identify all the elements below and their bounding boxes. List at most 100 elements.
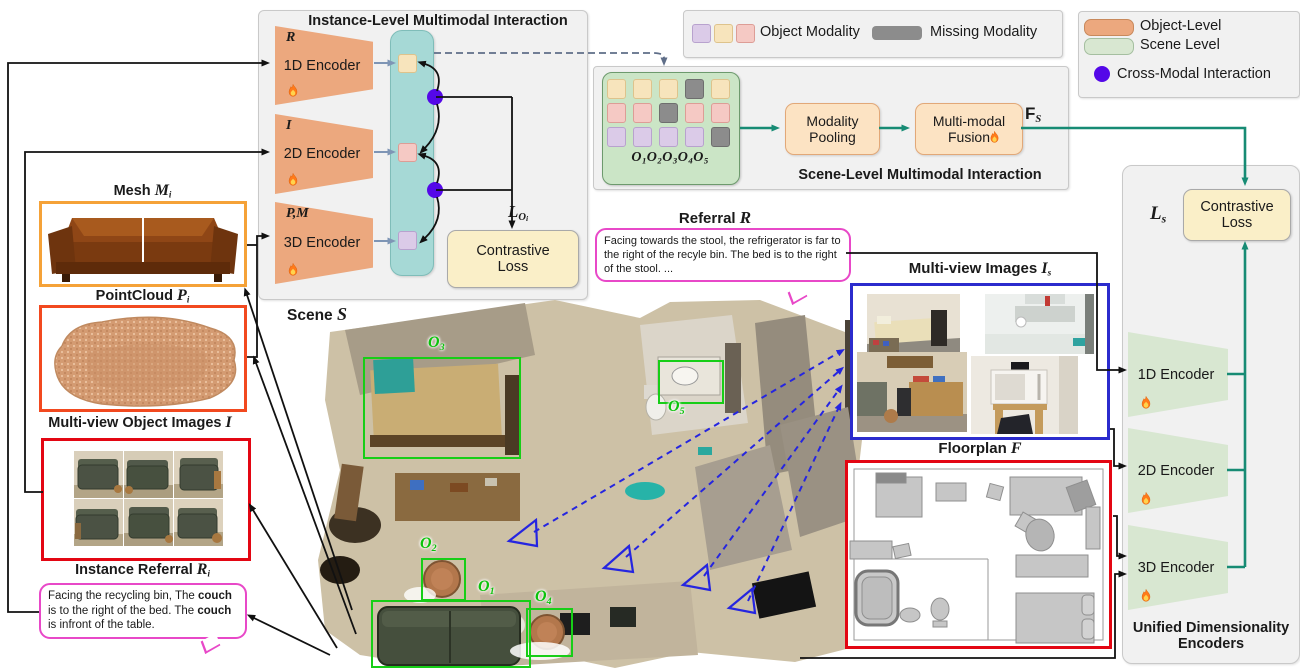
grid-token [711,79,730,99]
grid-token-missing [659,103,678,123]
text-token [398,54,417,73]
scene-multiview-images [850,283,1110,440]
grid-token [607,127,626,147]
referral-label: Referral R [678,208,752,227]
object-3d-encoder: P,M 3D Encoder [275,202,373,284]
object-images-label: Multi-view Object Images I [48,414,232,431]
grid-token [633,103,652,123]
multiview-images-label: Multi-view Images Is [908,260,1052,279]
object-1d-encoder: R 1D Encoder [275,26,373,105]
grid-token [633,79,652,99]
scene-box-o1-label: O1 [478,578,495,597]
couch-photo-thumb [74,499,123,546]
instance-panel-title: Instance-Level Multimodal Interaction [308,13,568,29]
cross-modal-legend-dot [1094,66,1110,82]
modality-swatch-pink [736,24,755,43]
mesh-label: Mesh Mi [113,182,172,200]
scene-3d-encoder: 3D Encoder [1128,525,1228,610]
image-token [398,143,417,162]
grid-token [607,103,626,123]
modality-swatch-lavender [692,24,711,43]
scene-level-label: Scene Level [1140,37,1220,53]
fire-icon [286,172,300,187]
scene-box-o2-label: O2 [420,535,437,554]
scene-box-o2 [421,558,466,601]
object-level-label: Object-Level [1140,18,1222,34]
encoder-label: 3D Encoder [1137,559,1215,576]
fire-icon [286,83,300,98]
couch-mesh-drawing [48,218,238,282]
grid-token [685,127,704,147]
scene-box-o4-label: O4 [535,588,552,607]
object-thumbnails [74,451,224,547]
modality-pooling-box: Modality Pooling [785,103,880,155]
fire-icon [1139,588,1153,603]
object-multiview-images [41,438,251,561]
bathroom-photo [985,294,1094,354]
unified-encoders-caption: Unified Dimensionality Encoders [1132,620,1290,652]
instance-contrastive-loss-box: Contrastive Loss [447,230,579,288]
image-symbol: I [286,118,292,133]
scene-box-o3-label: O3 [428,334,445,353]
mesh-image [39,201,247,287]
scene-panel-title: Scene-Level Multimodal Interaction [798,167,1042,183]
pointcloud-label: PointCloud Pi [95,287,190,305]
fire-icon [1139,395,1153,410]
floorplan-image [845,460,1112,649]
cross-modal-interaction-dot [427,89,443,105]
couch-photo-thumb [174,451,223,498]
microwave-photo [971,356,1078,434]
bedroom-photo [867,294,960,358]
pointcloud-mesh-symbol: P,M [286,206,309,221]
missing-modality-label: Missing Modality [930,24,1038,40]
grid-token [685,103,704,123]
scene-box-o4 [526,608,573,657]
instance-referral-bubble: Facing the recycling bin, The couch is t… [39,583,247,640]
encoder-label: 3D Encoder [283,235,361,251]
scene-feature-symbol: FS [1025,104,1042,125]
grid-token [659,127,678,147]
fire-icon [988,130,1001,144]
encoder-label: 1D Encoder [1137,366,1215,383]
scene-level-swatch [1084,38,1134,55]
referral-bubble: Facing towards the stool, the refrigerat… [595,228,851,283]
multimodal-fusion-box: Multi-modal Fusion [915,103,1023,155]
grid-token [711,103,730,123]
scene-box-o1 [371,600,531,668]
encoder-label: 2D Encoder [1137,462,1215,479]
object-ids-row: O1O2O3O4O5 [631,150,709,166]
missing-modality-swatch [872,26,922,40]
grid-token [607,79,626,99]
scene-box-o5-label: O5 [668,398,685,417]
object-modality-label: Object Modality [760,24,860,40]
object-level-swatch [1084,19,1134,36]
floorplan-label: Floorplan F [938,440,1022,457]
couch-photo-thumb [124,451,173,498]
scene-loss-symbol: Ls [1150,203,1167,226]
grid-token [659,79,678,99]
cross-modal-label: Cross-Modal Interaction [1117,66,1271,82]
couch-pointcloud-drawing [54,316,237,407]
grid-token [633,127,652,147]
cross-modal-interaction-dot [427,182,443,198]
encoder-label: 1D Encoder [283,57,361,74]
encoder-label: 2D Encoder [283,146,361,162]
modality-swatch-cream [714,24,733,43]
pointcloud-image [39,305,247,412]
couch-photo-thumb [74,451,123,498]
desk-room-photo [857,352,967,432]
referral-symbol: R [286,30,296,45]
couch-photo-thumb [174,499,223,546]
scene-label: Scene S [287,304,347,324]
fire-icon [1139,491,1153,506]
couch-photo-thumb [124,499,173,546]
scene-contrastive-loss-box: Contrastive Loss [1183,189,1291,241]
instance-referral-label: Instance Referral Ri [75,561,210,579]
floorplan-drawing [849,468,1104,644]
instance-loss-symbol: LOi [508,202,529,223]
grid-token-missing [711,127,730,147]
scene-box-o3 [363,357,521,459]
shape-token [398,231,417,250]
fire-icon [286,262,300,277]
